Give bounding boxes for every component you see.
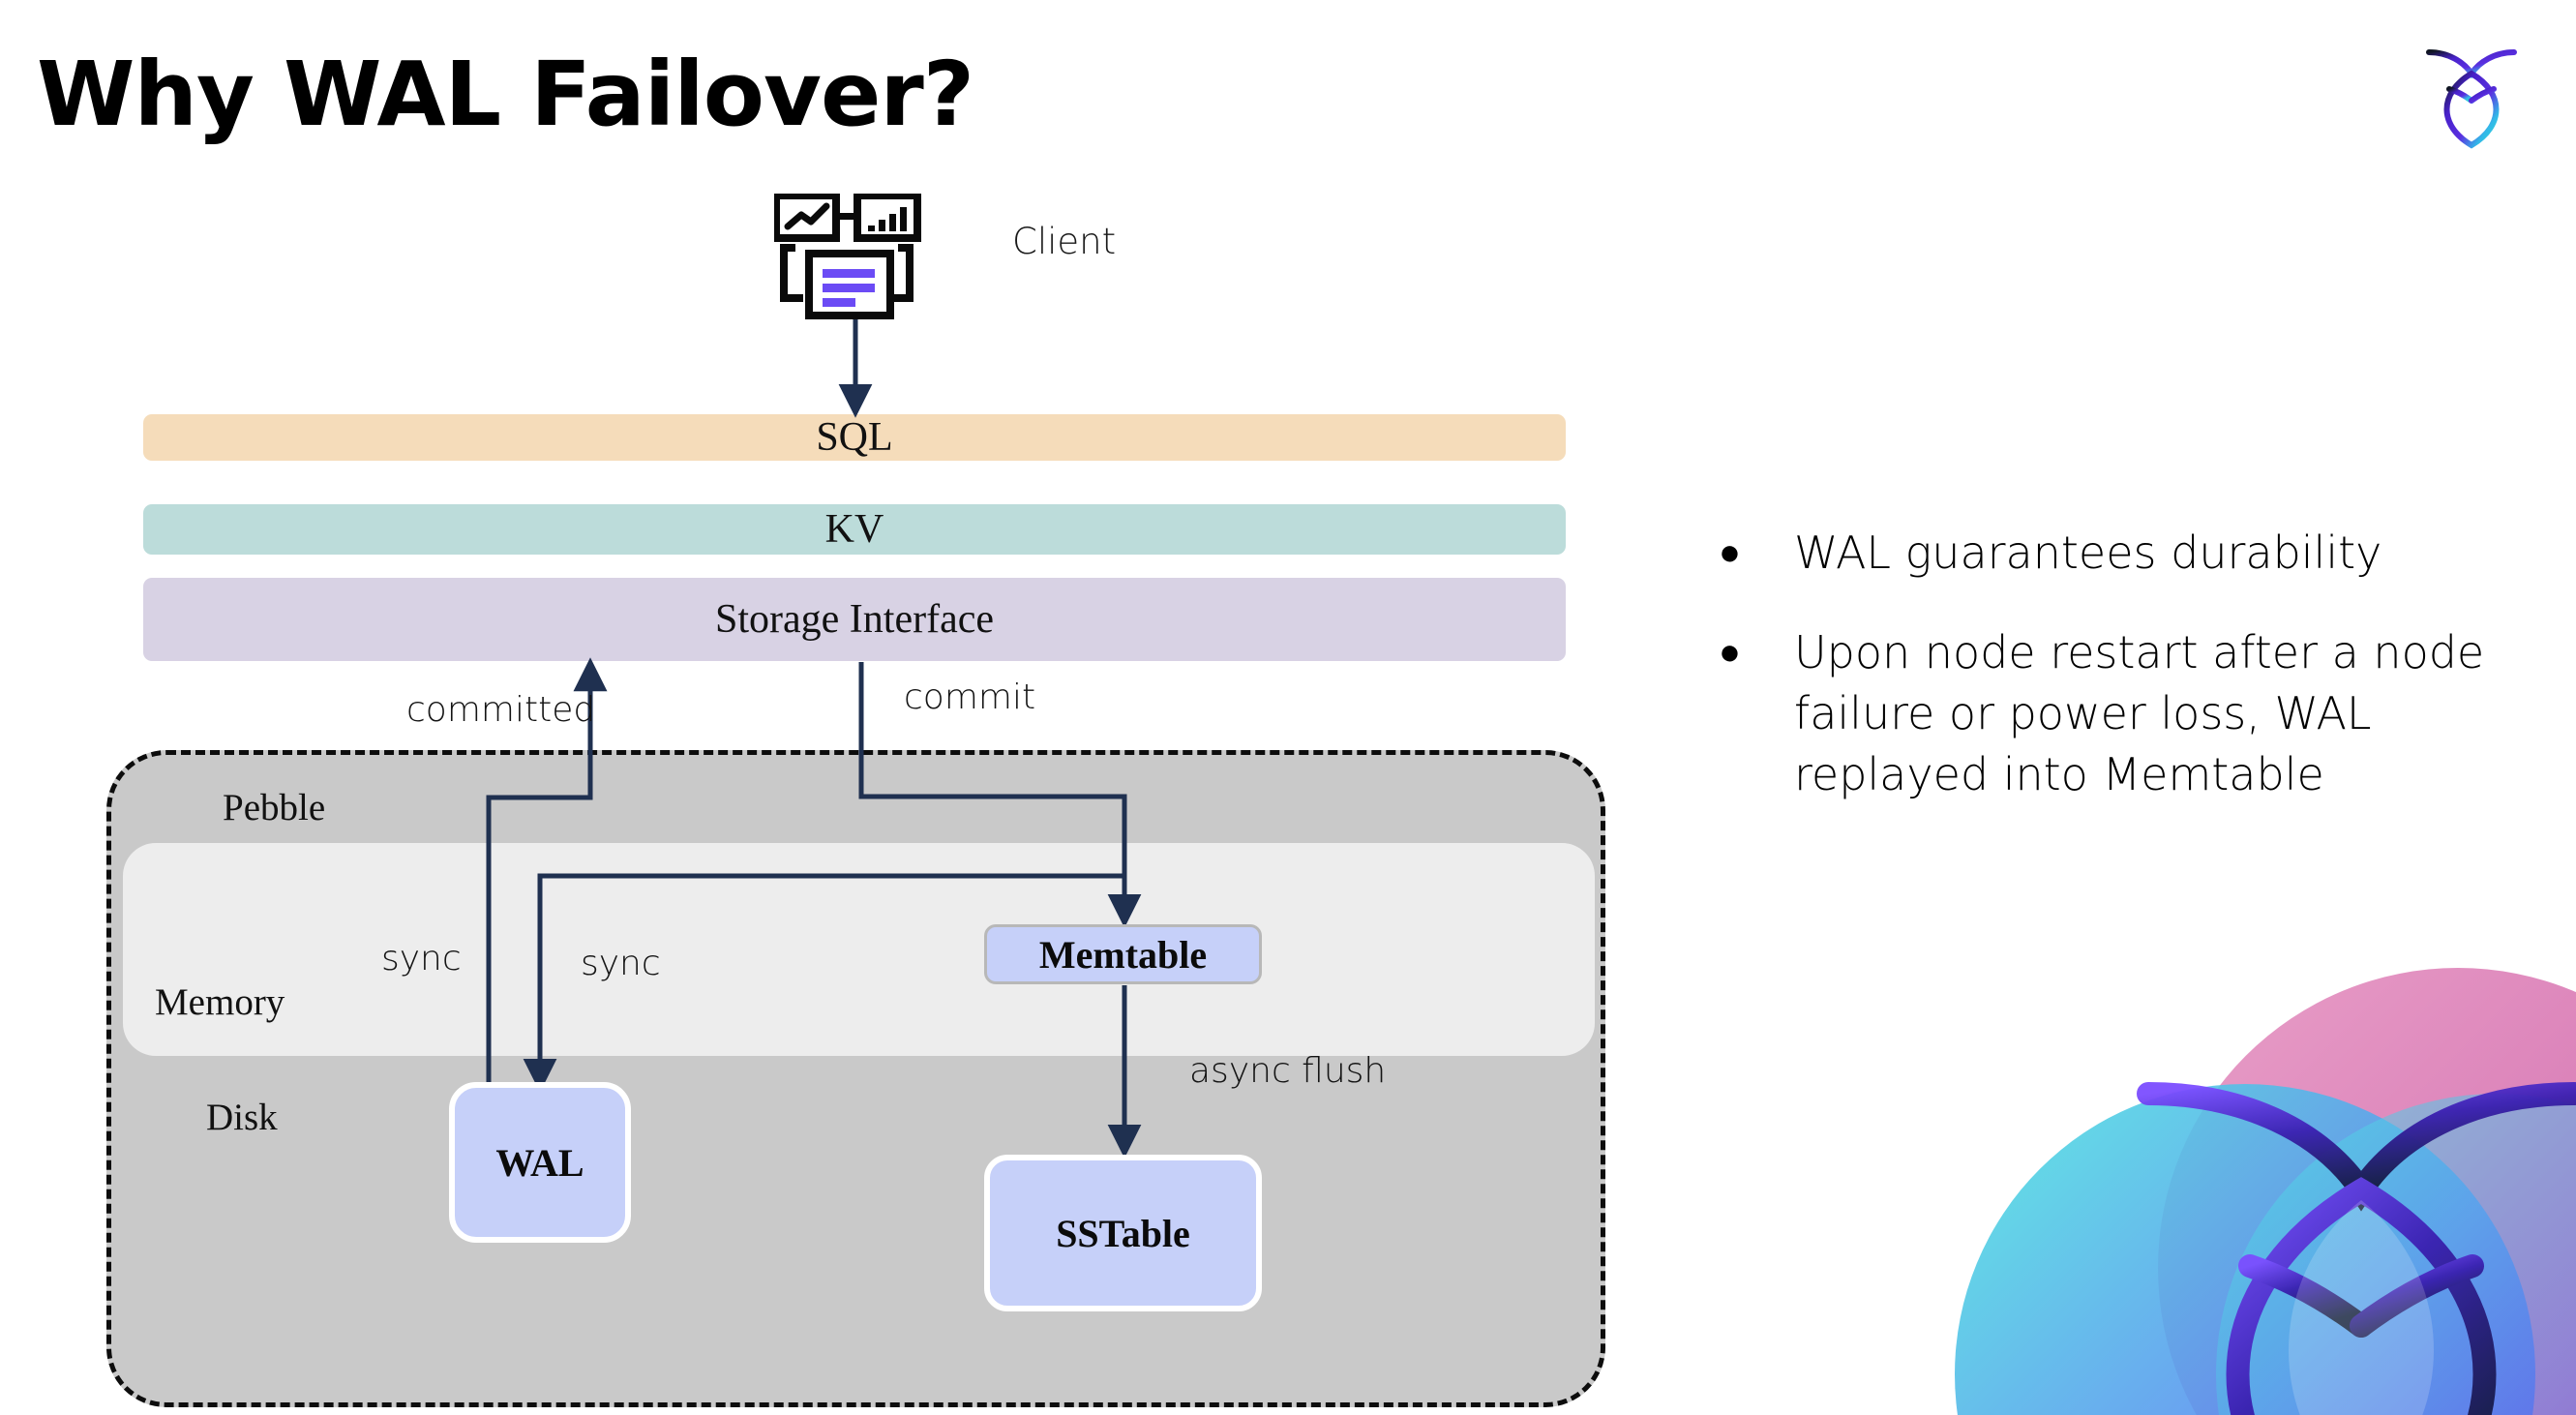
- edge-label-sync-left: sync: [381, 939, 462, 978]
- edge-label-sync-right: sync: [581, 944, 661, 983]
- bullet-text: WAL guarantees durability: [1794, 527, 2382, 579]
- layer-bar-storage-interface: Storage Interface: [143, 578, 1566, 661]
- edge-label-committed: committed: [406, 690, 596, 730]
- layer-bar-sql: SQL: [143, 414, 1566, 461]
- bullet-marker-icon: ●: [1719, 632, 1741, 673]
- node-memtable: Memtable: [984, 924, 1262, 984]
- layer-bar-kv: KV: [143, 504, 1566, 555]
- node-label-memtable: Memtable: [1038, 932, 1208, 977]
- pebble-label: Pebble: [223, 787, 326, 828]
- client-dashboard-icon: [772, 192, 929, 319]
- list-item: ● WAL guarantees durability: [1703, 523, 2516, 584]
- edge-label-commit: commit: [904, 677, 1036, 717]
- list-item: ● Upon node restart after a node failure…: [1703, 622, 2516, 805]
- node-wal: WAL: [449, 1082, 631, 1243]
- layer-label-storage-interface: Storage Interface: [715, 597, 994, 642]
- client-label: Client: [1012, 221, 1117, 262]
- layer-label-sql: SQL: [816, 415, 893, 460]
- edge-label-async-flush: async flush: [1189, 1051, 1387, 1091]
- page-title: Why WAL Failover?: [37, 43, 974, 146]
- bullet-list: ● WAL guarantees durability ● Upon node …: [1703, 523, 2516, 844]
- node-label-sstable: SSTable: [1056, 1211, 1190, 1255]
- memory-region: [123, 843, 1595, 1056]
- cockroachdb-logo-icon: [2417, 37, 2526, 155]
- node-label-wal: WAL: [495, 1140, 584, 1185]
- bullet-text: Upon node restart after a node failure o…: [1794, 626, 2485, 800]
- bullet-marker-icon: ●: [1719, 532, 1741, 573]
- node-sstable: SSTable: [984, 1155, 1262, 1311]
- disk-label: Disk: [206, 1097, 278, 1138]
- decorative-logo-artwork: [1955, 919, 2576, 1415]
- layer-label-kv: KV: [824, 507, 884, 552]
- memory-label: Memory: [155, 981, 285, 1023]
